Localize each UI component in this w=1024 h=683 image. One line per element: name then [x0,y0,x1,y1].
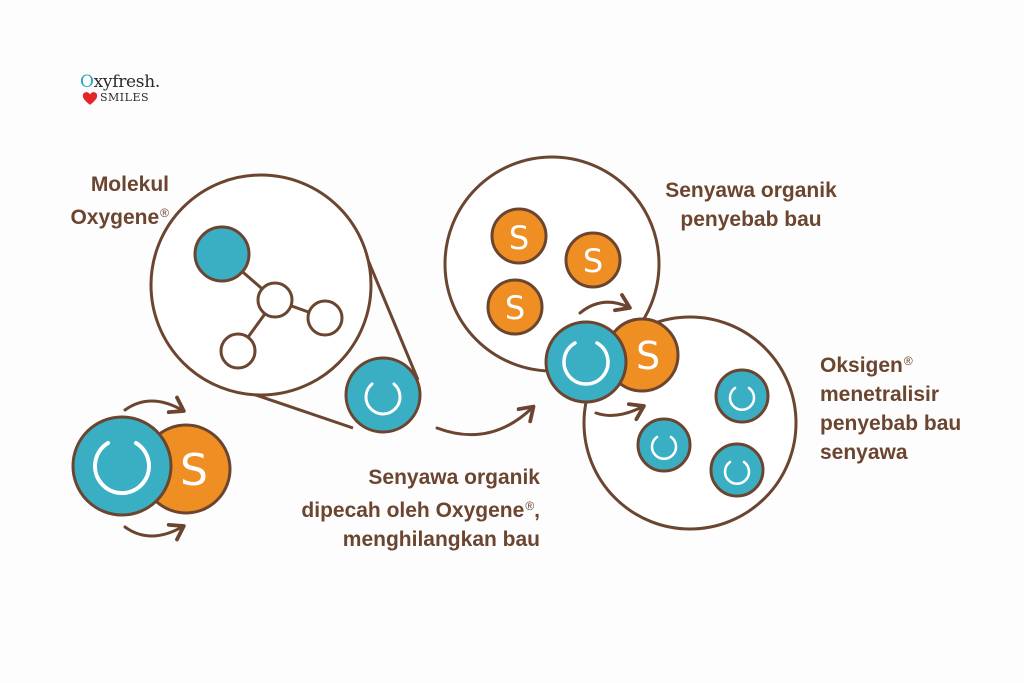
logo-brand: Oxyfresh. [80,72,160,92]
compounds-circle-group: S S S [443,155,661,373]
teal-atom [193,225,251,283]
logo-sub: SMILES [100,91,150,104]
curved-arrow-bottom-left [123,522,186,542]
sulfur-molecule: S [486,278,544,336]
curved-arrow-top-left [123,395,186,415]
label-oxygen-neutralizes: Oksigen® menetralisir penyebab bau senya… [820,354,962,464]
magnifier-cone-line-right [361,247,420,381]
oxygene-atom-center [544,320,628,404]
svg-text:S: S [505,289,525,327]
label-oxygene-molecule: Molekul Oxygene® [70,173,169,229]
oxygene-molecule-small [344,356,422,434]
magnifier-group [149,173,422,434]
oxyfresh-logo: Oxyfresh. SMILES [80,72,180,112]
heart-icon [82,92,98,105]
white-atom [256,281,294,319]
magnifier-circle [149,173,373,397]
curved-arrow-bottom-center [594,402,646,422]
sulfur-label-left: S [180,445,208,496]
magnifier-cone-line-left [249,391,354,430]
oxygen-molecule [709,442,765,498]
curved-arrow-top-center [578,293,632,315]
process-arrow [435,404,536,437]
oxygene-atom-left [71,415,173,517]
oxygene-sulfur-pair-left: S [71,395,232,542]
sulfur-label-center: S [636,334,660,378]
oxygene-sulfur-pair-center: S [544,293,680,422]
svg-text:S: S [583,242,603,280]
label-compounds-broken: Senyawa organik dipecah oleh Oxygene®, m… [301,466,540,551]
white-atom [219,332,257,370]
sulfur-molecule: S [490,207,548,265]
oxygen-molecule [714,368,770,424]
oxygen-molecule [636,417,692,473]
label-odor-compounds: Senyawa organik penyebab bau [665,179,837,231]
svg-text:S: S [509,219,529,257]
white-atom [306,299,344,337]
sulfur-molecule: S [564,231,622,289]
